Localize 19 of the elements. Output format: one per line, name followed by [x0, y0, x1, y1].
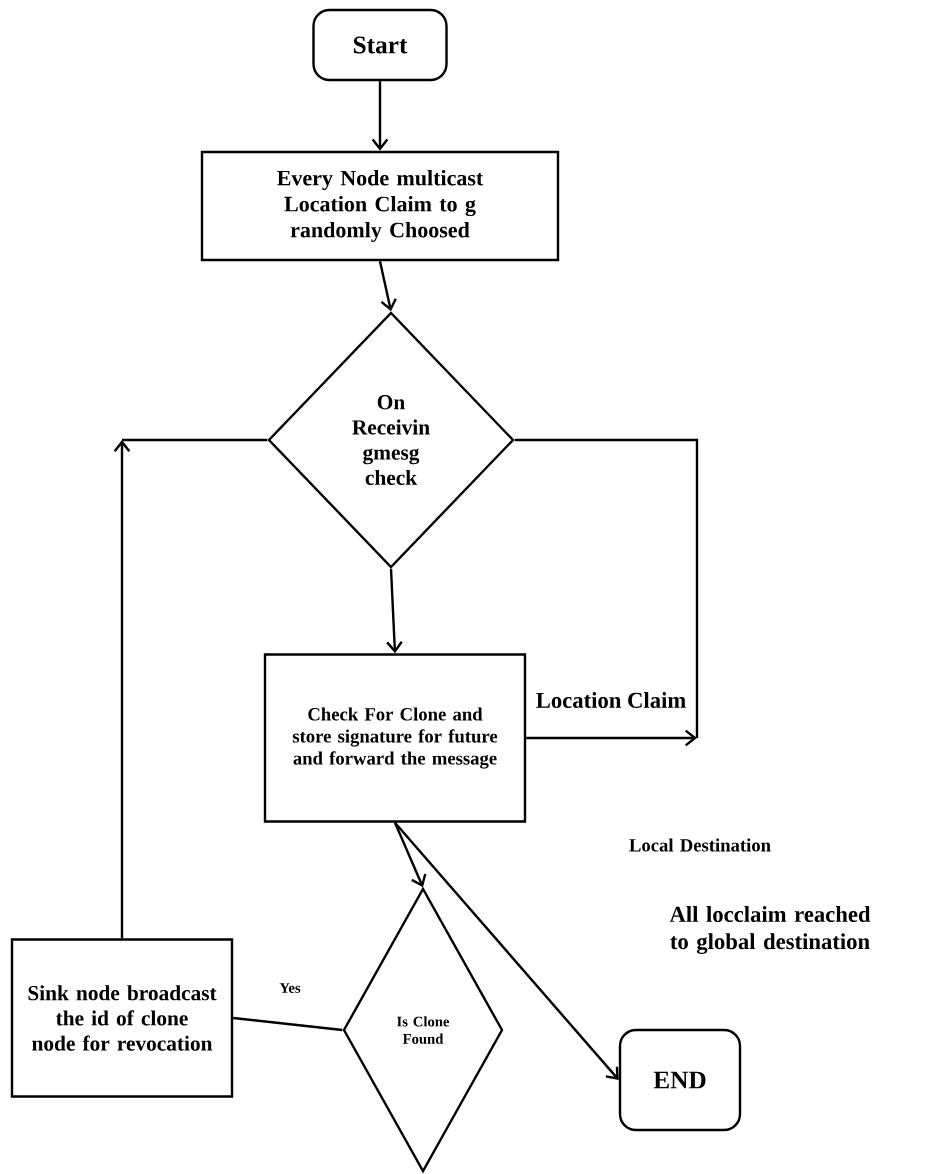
connector-line [233, 1016, 343, 1032]
arrow [386, 568, 403, 654]
arrow [378, 260, 397, 312]
edge-label: Location Claim [534, 690, 688, 710]
process-box: Every Node multicast Location Claim to g randomly Choosed [200, 150, 560, 262]
end-box: END [618, 1028, 742, 1132]
arrow [393, 822, 427, 888]
start-box: Start [312, 8, 448, 82]
process-box: Check For Clone and store signature for future and forward the message [263, 653, 527, 823]
connector-line [514, 438, 699, 738]
connector-line [122, 438, 268, 442]
arrow [113, 440, 131, 939]
note-text: All locclaim reached to global destination [669, 906, 871, 954]
edge-label: Yes [278, 981, 302, 995]
arrow [371, 81, 389, 151]
process-box: Sink node broadcast the id of clone node for revocation [10, 938, 234, 1098]
arrow [526, 729, 697, 747]
arrow [394, 821, 619, 1080]
note-text: Local Destination [629, 838, 771, 852]
